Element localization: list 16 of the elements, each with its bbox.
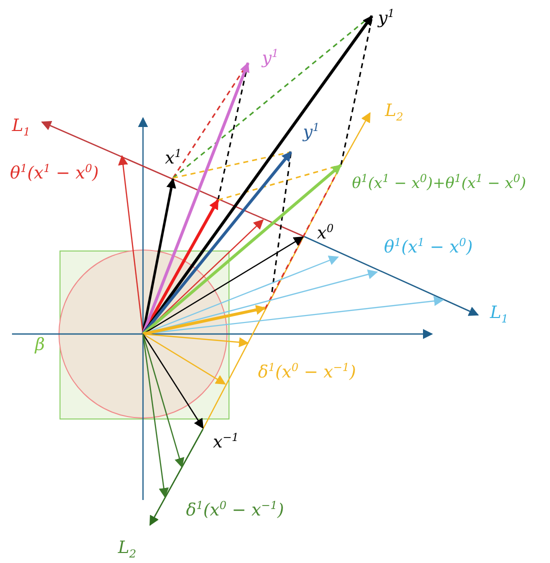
math-label: x$^{−1}$ <box>213 432 239 452</box>
math-label: x$^{0}$ <box>317 223 334 243</box>
math-label: x$^{1}$ <box>165 148 182 168</box>
math-label: L$_{1}$ <box>12 118 30 138</box>
math-label: L$_{2}$ <box>118 540 136 560</box>
math-label: y$^{1}$ <box>378 8 395 28</box>
math-label: β <box>35 337 45 354</box>
math-label: L$_{2}$ <box>385 103 404 122</box>
math-label: θ$^{1}$(x$^{1}$ − x$^{0}$) <box>384 237 473 257</box>
math-label: y$^{1}$ <box>303 122 320 142</box>
math-label: δ$^{1}$(x$^{0}$ − x$^{−1}$) <box>186 500 284 520</box>
math-label: L$_{1}$ <box>490 305 508 324</box>
math-label: θ$^{1}$(x$^{1}$ − x$^{0}$) <box>10 163 99 183</box>
math-label: δ$^{1}$(x$^{0}$ − x$^{−1}$) <box>258 362 356 382</box>
math-label: θ$^{1}$(x$^{1}$ − x$^{0}$)+θ$^{1}$(x$^{1}$ − x$^{0}$) <box>352 173 526 191</box>
math-label: y$^{1}$ <box>262 48 279 68</box>
